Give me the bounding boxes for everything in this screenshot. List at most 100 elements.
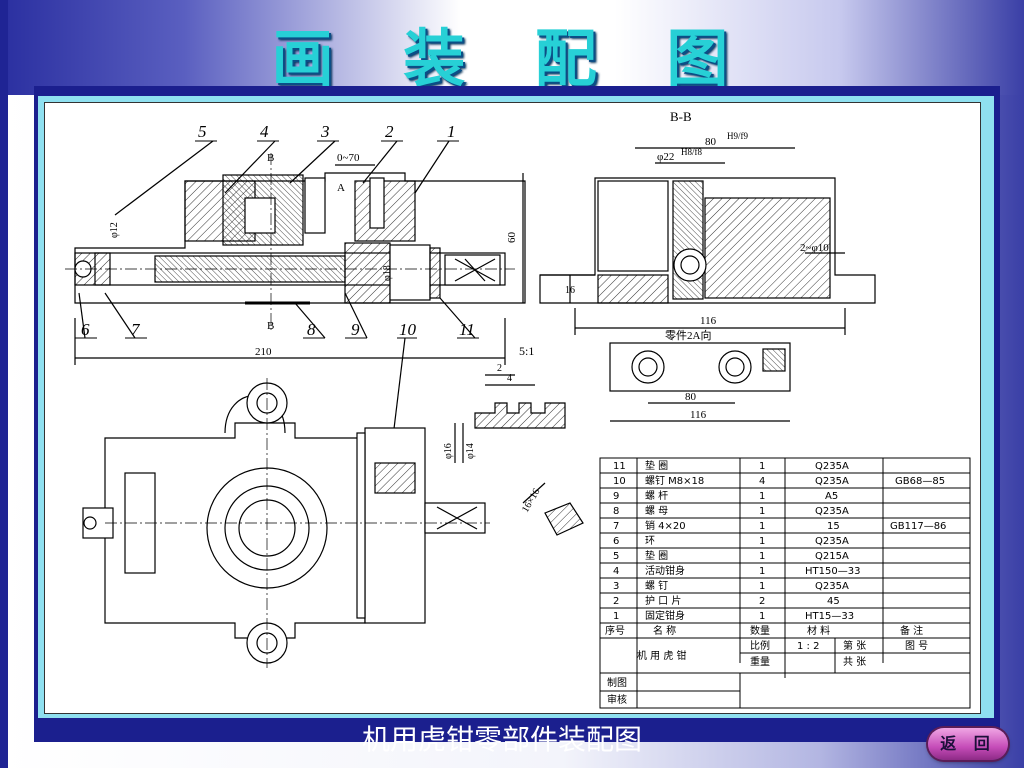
parts-row-6: 6 环 1 Q235A bbox=[613, 536, 849, 547]
svg-text:活动钳身: 活动钳身 bbox=[645, 564, 685, 577]
tooth-detail bbox=[454, 374, 566, 463]
dim-phi16: φ16 bbox=[443, 443, 454, 459]
balloon-9: 9 bbox=[351, 320, 360, 339]
balloon-2: 2 bbox=[385, 122, 394, 141]
svg-text:螺 母: 螺 母 bbox=[645, 505, 668, 517]
svg-text:机 用 虎 钳: 机 用 虎 钳 bbox=[637, 649, 687, 662]
title-block: 机 用 虎 钳 比例 1 : 2 第 张 图 号 重量 共 张 制图 审核 bbox=[607, 639, 928, 706]
dim-80-part: 80 bbox=[685, 391, 697, 403]
parts-row-2: 2 护 口 片 2 45 bbox=[613, 594, 840, 607]
left-accent-bar bbox=[0, 0, 8, 768]
assembly-drawing: B-B 零件2A向 5:1 210 60 0~70 116 116 80 80 … bbox=[65, 109, 971, 709]
fit-h8-f8: H8/f8 bbox=[681, 147, 702, 157]
dim-0-70: 0~70 bbox=[337, 152, 360, 164]
view-mark-a: A bbox=[337, 182, 345, 194]
svg-text:1 : 2: 1 : 2 bbox=[797, 641, 819, 652]
balloon-6: 6 bbox=[81, 320, 90, 339]
svg-text:制图: 制图 bbox=[607, 676, 627, 689]
svg-text:15: 15 bbox=[827, 521, 840, 532]
header-band bbox=[0, 0, 1024, 95]
svg-text:名 称: 名 称 bbox=[653, 624, 676, 637]
svg-text:Q235A: Q235A bbox=[815, 536, 849, 547]
svg-text:11: 11 bbox=[613, 461, 626, 472]
dim-16x16: 16×16 bbox=[520, 487, 542, 515]
balloon-8: 8 bbox=[307, 320, 316, 339]
svg-text:1: 1 bbox=[759, 521, 765, 532]
section-label: B-B bbox=[670, 109, 692, 124]
svg-text:4: 4 bbox=[759, 476, 765, 487]
svg-text:第 张: 第 张 bbox=[843, 639, 866, 652]
svg-text:数量: 数量 bbox=[750, 624, 770, 637]
dim-phi12: φ12 bbox=[109, 222, 120, 238]
dim-210: 210 bbox=[255, 346, 272, 358]
dim-2: 2 bbox=[497, 363, 502, 374]
section-mark-b-top: B bbox=[267, 152, 274, 164]
svg-text:销 4×20: 销 4×20 bbox=[645, 519, 686, 532]
dim-phi22: φ22 bbox=[657, 151, 674, 163]
part-view-label: 零件2A向 bbox=[665, 328, 711, 342]
svg-text:2: 2 bbox=[613, 596, 619, 607]
svg-text:6: 6 bbox=[613, 536, 619, 547]
dim-80-side: 80 bbox=[705, 136, 717, 148]
svg-text:HT150—33: HT150—33 bbox=[805, 566, 860, 577]
svg-text:5: 5 bbox=[613, 551, 619, 562]
balloon-7: 7 bbox=[131, 320, 141, 339]
fit-h9-f9: H9/f9 bbox=[727, 131, 748, 141]
svg-text:垫 圈: 垫 圈 bbox=[645, 459, 668, 472]
parts-row-5: 5 垫 圈 1 Q215A bbox=[613, 549, 849, 562]
dim-116-side: 116 bbox=[700, 315, 717, 327]
svg-text:材 料: 材 料 bbox=[807, 624, 830, 637]
balloon-4: 4 bbox=[260, 122, 269, 141]
svg-text:1: 1 bbox=[759, 491, 765, 502]
svg-text:Q215A: Q215A bbox=[815, 551, 849, 562]
balloon-10: 10 bbox=[399, 320, 417, 339]
svg-text:垫 圈: 垫 圈 bbox=[645, 549, 668, 562]
svg-text:1: 1 bbox=[613, 611, 619, 622]
svg-text:螺钉 M8×18: 螺钉 M8×18 bbox=[645, 475, 704, 487]
section-mark-b-bottom: B bbox=[267, 320, 274, 332]
svg-text:1: 1 bbox=[759, 611, 765, 622]
svg-text:4: 4 bbox=[613, 566, 619, 577]
back-button[interactable]: 返 回 bbox=[928, 728, 1008, 760]
svg-text:A5: A5 bbox=[825, 491, 838, 502]
svg-text:备 注: 备 注 bbox=[900, 624, 923, 637]
svg-text:9: 9 bbox=[613, 491, 619, 502]
scale-note: 5:1 bbox=[519, 344, 534, 358]
svg-text:Q235A: Q235A bbox=[815, 476, 849, 487]
svg-text:序号: 序号 bbox=[605, 624, 625, 637]
dim-phi18: φ18 bbox=[382, 265, 393, 281]
svg-text:2: 2 bbox=[759, 596, 765, 607]
balloon-11: 11 bbox=[459, 320, 475, 339]
svg-text:固定钳身: 固定钳身 bbox=[645, 609, 685, 622]
svg-text:Q235A: Q235A bbox=[815, 581, 849, 592]
front-section-view bbox=[65, 153, 526, 333]
side-section-view-b-b bbox=[539, 147, 876, 335]
svg-text:1: 1 bbox=[759, 506, 765, 517]
svg-text:护 口 片: 护 口 片 bbox=[645, 594, 681, 607]
svg-text:螺 杆: 螺 杆 bbox=[645, 490, 668, 502]
svg-text:Q235A: Q235A bbox=[815, 506, 849, 517]
dim-116-part: 116 bbox=[690, 409, 707, 421]
top-view bbox=[82, 378, 490, 668]
parts-row-8: 8 螺 母 1 Q235A bbox=[613, 505, 849, 517]
square-detail bbox=[522, 482, 584, 536]
svg-text:8: 8 bbox=[613, 506, 619, 517]
dim-4: 4 bbox=[507, 373, 512, 384]
svg-text:螺 钉: 螺 钉 bbox=[645, 580, 668, 592]
svg-text:共 张: 共 张 bbox=[843, 656, 866, 668]
svg-text:重量: 重量 bbox=[750, 655, 770, 668]
svg-text:图 号: 图 号 bbox=[905, 640, 928, 652]
dim-phi14: φ14 bbox=[465, 443, 476, 459]
parts-list-frame bbox=[599, 457, 971, 709]
svg-text:1: 1 bbox=[759, 551, 765, 562]
svg-text:1: 1 bbox=[759, 536, 765, 547]
svg-text:45: 45 bbox=[827, 596, 840, 607]
balloon-3: 3 bbox=[320, 122, 330, 141]
svg-text:7: 7 bbox=[613, 521, 619, 532]
svg-text:环: 环 bbox=[645, 536, 655, 547]
part-2-a-view bbox=[609, 342, 791, 422]
